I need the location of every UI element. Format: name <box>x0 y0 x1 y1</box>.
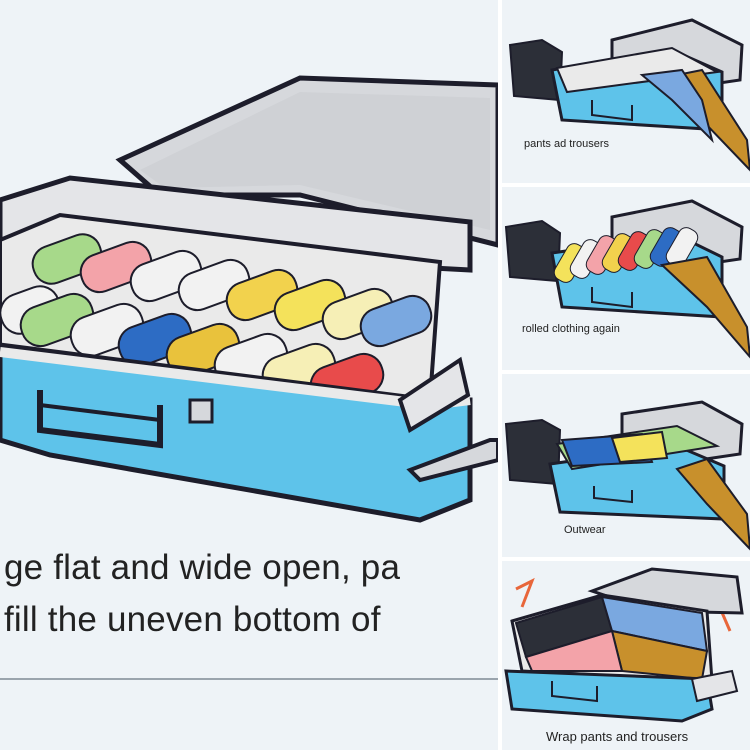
arrow-icon <box>515 577 535 608</box>
step-caption: pants ad trousers <box>524 138 609 150</box>
step-panel-rolled: rolled clothing again <box>502 187 750 370</box>
clasp-icon <box>188 398 214 424</box>
step-caption: Outwear <box>564 524 606 536</box>
step-panel-wrap: Wrap pants and trousers <box>502 561 750 750</box>
step-caption: Wrap pants and trousers <box>546 729 689 744</box>
step-caption: rolled clothing again <box>522 323 620 335</box>
suitcase-handle <box>37 390 163 449</box>
open-suitcase-illustration <box>0 75 498 523</box>
step-panel-outwear: Outwear <box>502 374 750 557</box>
instruction-line-2: fill the uneven bottom of <box>4 600 381 639</box>
step-panel-pants: pants ad trousers <box>502 0 750 183</box>
divider <box>0 678 498 680</box>
instruction-line-1: ge flat and wide open, pa <box>4 548 401 587</box>
main-panel: ge flat and wide open, pa fill the uneve… <box>0 0 498 750</box>
